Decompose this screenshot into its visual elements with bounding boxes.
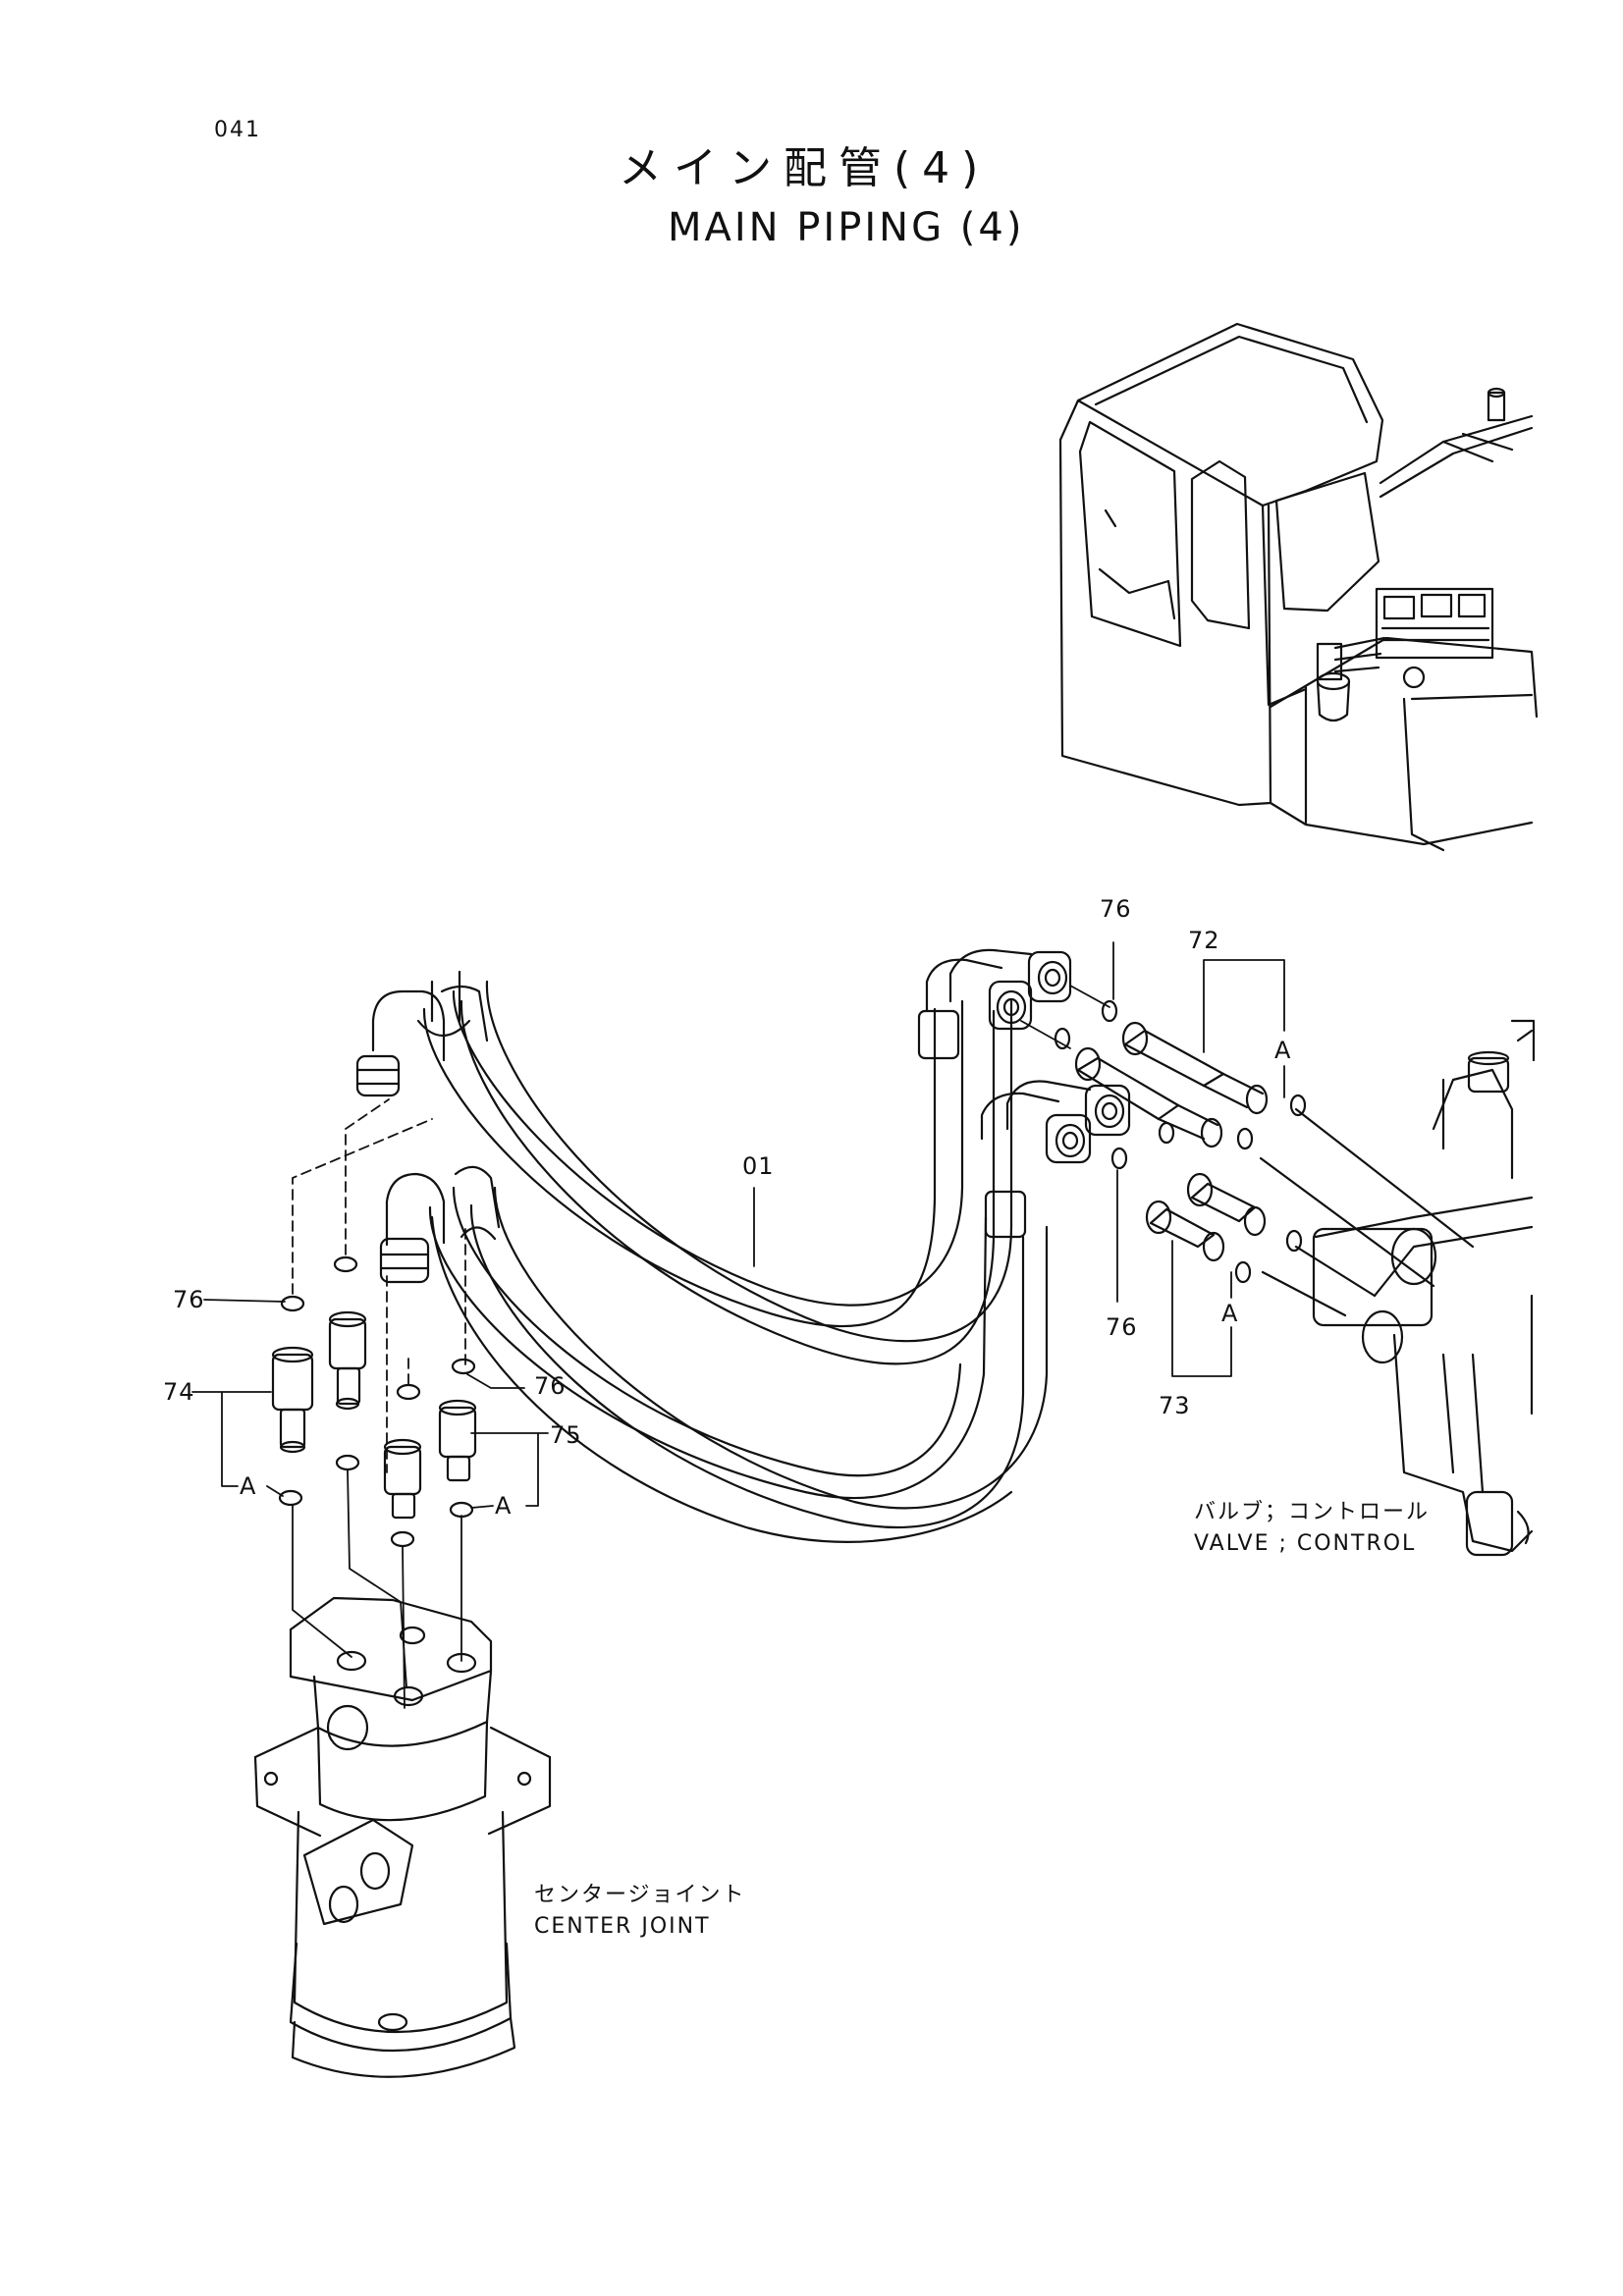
adapters-72-73 (1076, 1023, 1267, 1260)
callout-76-mid: 76 (534, 1372, 567, 1400)
right-elbow-fittings (919, 950, 1129, 1237)
callout-a-left: A (240, 1472, 257, 1500)
excavator-overview (1060, 324, 1537, 850)
callout-73: 73 (1159, 1392, 1191, 1419)
callout-a-right: A (495, 1492, 513, 1520)
page-title: MAIN PIPING (4) (668, 205, 1025, 250)
adapters-74-75 (273, 1312, 475, 1518)
control-valve-label: VALVE ; CONTROL (1194, 1531, 1417, 1556)
center-joint (255, 1598, 550, 2077)
callout-76-top: 76 (1100, 895, 1132, 923)
callout-leaders (192, 942, 1284, 1708)
center-joint-label-japanese: センタージョイント (534, 1883, 746, 1907)
orings-valve-side (1055, 1001, 1305, 1282)
callout-74: 74 (163, 1378, 195, 1406)
left-elbow-fittings (357, 972, 499, 1282)
page-number: 041 (214, 118, 261, 142)
callout-72: 72 (1188, 927, 1220, 954)
callout-a-top: A (1274, 1037, 1292, 1064)
orings-joint-side (280, 1257, 474, 1546)
control-valve-label-japanese: バルブ；コントロール (1194, 1500, 1431, 1524)
callout-75: 75 (550, 1421, 582, 1449)
control-valve (1261, 1021, 1534, 1555)
callout-a-bottom: A (1221, 1300, 1239, 1327)
callout-76-left: 76 (173, 1286, 205, 1313)
hose-assembly (424, 982, 1047, 1542)
center-joint-label: CENTER JOINT (534, 1914, 711, 1939)
page-title-japanese: メイン配管(4) (619, 143, 991, 193)
callout-76-valve: 76 (1106, 1313, 1138, 1341)
callout-01: 01 (742, 1152, 775, 1180)
